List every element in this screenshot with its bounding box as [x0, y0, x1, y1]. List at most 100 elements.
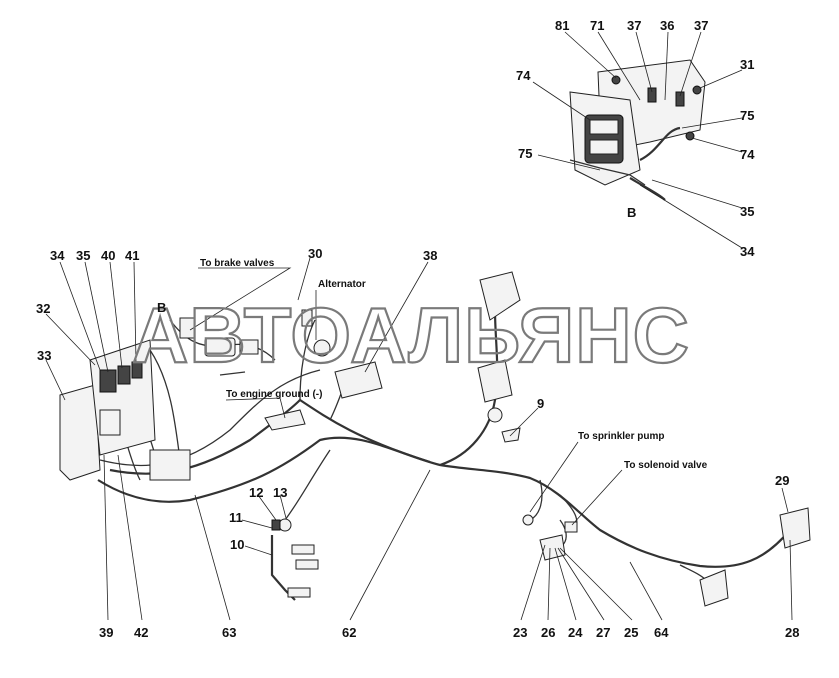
- callout-30: 30: [308, 246, 322, 261]
- leader-37a: [635, 31, 653, 93]
- callout-9: 9: [537, 396, 544, 411]
- brake-valve-c: [239, 339, 259, 355]
- engine-ground: [264, 409, 306, 431]
- leader-13: [279, 494, 287, 519]
- inset-view-b: [532, 31, 743, 249]
- label-view-b-inset: B: [627, 205, 636, 220]
- callout-81: 81: [555, 18, 569, 33]
- callout-12: 12: [249, 485, 263, 500]
- leader-37b: [679, 31, 702, 97]
- relay-41: [131, 361, 143, 379]
- label-brake-valves: To brake valves: [200, 258, 275, 269]
- leader-26: [547, 547, 551, 621]
- callout-75b: 75: [518, 146, 532, 161]
- inset-clip-37a: [647, 87, 657, 103]
- inset-bolt-31: [692, 85, 702, 95]
- leader-41: [133, 261, 137, 363]
- leader-12: [257, 494, 277, 521]
- callout-27: 27: [596, 625, 610, 640]
- inset-clip-37b: [675, 91, 685, 107]
- callout-71: 71: [590, 18, 604, 33]
- leader-38: [364, 261, 429, 373]
- callout-13: 13: [273, 485, 287, 500]
- leader-35b: [84, 261, 109, 373]
- callout-25: 25: [624, 625, 638, 640]
- label-solenoid-valve: To solenoid valve: [624, 460, 708, 471]
- leader-34a: [639, 184, 743, 249]
- battery-tray: [149, 449, 191, 481]
- leader-24: [554, 547, 577, 621]
- callout-64: 64: [654, 625, 669, 640]
- callout-74a: 74: [516, 68, 531, 83]
- leader-23: [520, 544, 546, 621]
- watermark: АВТОАЛЬЯНС: [132, 291, 690, 379]
- callout-11: 11: [229, 510, 243, 525]
- callout-36: 36: [660, 18, 674, 33]
- leader-74b: [691, 137, 743, 153]
- callout-32: 32: [36, 301, 50, 316]
- leader-25: [559, 547, 633, 621]
- inset-bolt-74: [685, 131, 695, 141]
- inset-relay-top: [589, 119, 619, 135]
- sprinkler-branch: [529, 479, 543, 521]
- sensor-housing: [477, 359, 513, 403]
- sensor-9: [487, 407, 503, 423]
- fuse-box-33: [59, 384, 101, 481]
- leader-63: [194, 494, 231, 621]
- label-engine-ground: To engine ground (-): [226, 389, 322, 400]
- leader-27: [557, 547, 605, 621]
- callout-33: 33: [37, 348, 51, 363]
- pedal-branch: [284, 449, 331, 521]
- rear-bracket: [699, 569, 729, 607]
- rear-panel-29: [779, 507, 811, 549]
- left-control-panel: [59, 339, 191, 481]
- leader-10: [244, 545, 273, 556]
- callout-40: 40: [101, 248, 115, 263]
- callout-23: 23: [513, 625, 527, 640]
- callout-10: 10: [230, 537, 244, 552]
- relay-34: [99, 369, 117, 393]
- distributor-cap: [479, 271, 521, 321]
- relay-40: [117, 365, 131, 385]
- callout-24: 24: [568, 625, 583, 640]
- label-sprinkler-pump: To sprinkler pump: [578, 431, 665, 442]
- callout-26: 26: [541, 625, 555, 640]
- callout-75a: 75: [740, 108, 754, 123]
- leader-solenoid: [571, 469, 623, 526]
- inset-relay-bottom: [589, 139, 619, 155]
- leader-30: [297, 257, 311, 301]
- brake-switch: [219, 371, 246, 376]
- callout-37b: 37: [694, 18, 708, 33]
- callout-29: 29: [775, 473, 789, 488]
- callout-74b: 74: [740, 147, 755, 162]
- callout-37a: 37: [627, 18, 641, 33]
- leader-35a: [651, 179, 743, 209]
- callout-34b: 34: [50, 248, 65, 263]
- leader-81: [564, 31, 617, 79]
- leader-64: [629, 561, 663, 621]
- leader-39: [103, 454, 109, 621]
- solenoid-connector: [564, 521, 578, 533]
- pedal-pad-a: [291, 544, 315, 555]
- alternator-connector: [313, 339, 331, 357]
- pedal-pad-b: [295, 559, 319, 570]
- callout-63: 63: [222, 625, 236, 640]
- control-module: [334, 361, 383, 399]
- callout-numbers: 81 71 37 36 37 31 74 75 75 74 35 34 34 3…: [36, 18, 799, 640]
- callout-62: 62: [342, 625, 356, 640]
- callout-35a: 35: [740, 204, 754, 219]
- pedal-switch-12: [271, 519, 281, 531]
- pedal-assembly: [270, 518, 319, 601]
- label-view-b-main: B: [157, 300, 166, 315]
- brake-valve-parts: [179, 317, 259, 376]
- leader-42: [117, 454, 143, 621]
- callout-35b: 35: [76, 248, 90, 263]
- pedal-switch-13: [278, 518, 292, 532]
- leader-40: [109, 261, 123, 369]
- rear-panel: [699, 507, 811, 607]
- callout-28: 28: [785, 625, 799, 640]
- sprinkler-connector: [522, 514, 534, 526]
- brake-valve-b: [179, 317, 195, 339]
- leader-75b: [537, 154, 601, 171]
